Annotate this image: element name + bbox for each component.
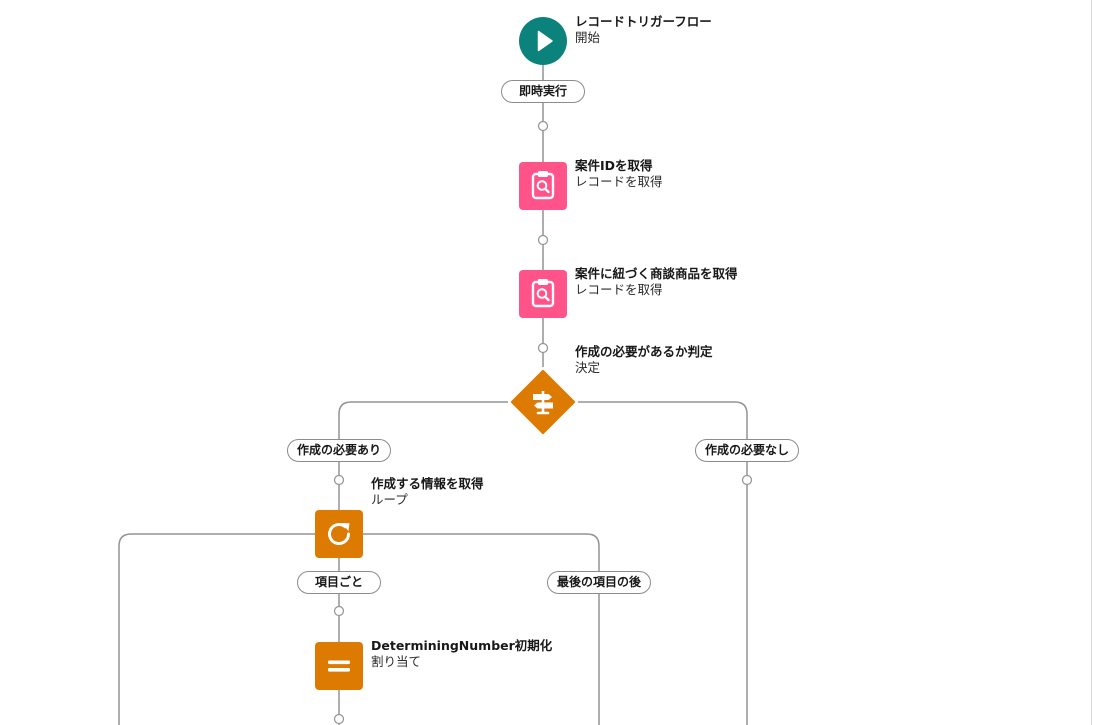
decision-outcome-pill: 作成の必要あり bbox=[286, 439, 392, 462]
assignment-node[interactable] bbox=[315, 642, 363, 690]
add-element-connector[interactable] bbox=[537, 120, 549, 132]
get-records-node-label: 案件に紐づく商談商品を取得 レコードを取得 bbox=[575, 266, 738, 298]
loop-back-line bbox=[118, 533, 339, 725]
loop-node[interactable] bbox=[315, 510, 363, 558]
node-title: 案件IDを取得 bbox=[575, 158, 653, 173]
add-element-connector[interactable] bbox=[741, 474, 753, 486]
node-type: レコードを取得 bbox=[575, 282, 663, 297]
run-immediately-pill: 即時実行 bbox=[501, 80, 585, 103]
node-title: 案件に紐づく商談商品を取得 bbox=[575, 266, 738, 281]
play-icon bbox=[537, 30, 553, 52]
start-node-label: レコードトリガーフロー 開始 bbox=[575, 14, 712, 46]
get-records-node[interactable] bbox=[519, 270, 567, 318]
add-element-connector[interactable] bbox=[537, 234, 549, 246]
loop-icon bbox=[328, 523, 350, 545]
start-node-title: レコードトリガーフロー bbox=[575, 14, 712, 29]
decision-right-branch-line bbox=[543, 401, 748, 725]
node-type: レコードを取得 bbox=[575, 174, 663, 189]
get-records-node-label: 案件IDを取得 レコードを取得 bbox=[575, 158, 663, 190]
node-type: 割り当て bbox=[371, 654, 422, 669]
canvas-edge-divider bbox=[1091, 0, 1092, 725]
node-type: 決定 bbox=[575, 360, 601, 375]
decision-node-label: 作成の必要があるか判定 決定 bbox=[575, 344, 713, 376]
start-node[interactable] bbox=[519, 17, 567, 65]
get-records-icon bbox=[531, 279, 555, 308]
add-element-connector[interactable] bbox=[333, 713, 345, 725]
loop-after-last-line bbox=[339, 533, 600, 725]
decision-default-outcome-pill: 作成の必要なし bbox=[694, 439, 800, 462]
assignment-icon bbox=[328, 660, 350, 672]
get-records-node[interactable] bbox=[519, 162, 567, 210]
node-title: DeterminingNumber初期化 bbox=[371, 638, 553, 653]
decision-left-branch-line bbox=[338, 401, 543, 725]
get-records-icon bbox=[531, 171, 555, 200]
assignment-node-label: DeterminingNumber初期化 割り当て bbox=[371, 638, 552, 670]
start-node-type: 開始 bbox=[575, 30, 601, 45]
loop-for-each-pill: 項目ごと bbox=[297, 571, 381, 594]
add-element-connector[interactable] bbox=[333, 605, 345, 617]
node-title: 作成する情報を取得 bbox=[371, 476, 484, 491]
node-title: 作成の必要があるか判定 bbox=[575, 344, 713, 359]
add-element-connector[interactable] bbox=[537, 342, 549, 354]
loop-after-last-pill: 最後の項目の後 bbox=[546, 571, 652, 594]
add-element-connector[interactable] bbox=[333, 474, 345, 486]
loop-node-label: 作成する情報を取得 ループ bbox=[371, 476, 484, 508]
node-type: ループ bbox=[371, 492, 408, 507]
